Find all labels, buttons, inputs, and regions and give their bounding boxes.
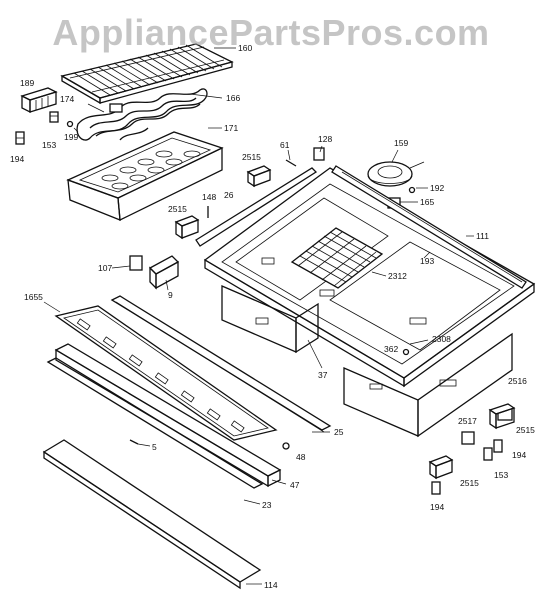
right-opening: [329, 241, 501, 351]
label-23: 23: [262, 500, 272, 510]
part-labels: 160 189 174 166 199 153 171 194 128 61 1…: [10, 43, 535, 590]
bottom-trim: [42, 439, 262, 590]
heating-element: [76, 88, 208, 141]
part-107: [129, 255, 143, 271]
fan-motor: [367, 161, 425, 187]
label-114: 114: [264, 580, 278, 590]
cooktop-frame: [203, 167, 536, 388]
label-2517: 2517: [458, 416, 477, 426]
terminal-2517: [461, 431, 475, 445]
screw-192: [408, 186, 416, 194]
label-194-top: 194: [10, 154, 24, 164]
label-107: 107: [98, 263, 112, 273]
screw-48: [282, 442, 290, 450]
right-well: [343, 332, 513, 438]
connector-194-bottom: [431, 481, 441, 495]
terminal-block: [20, 87, 58, 114]
screw-199: [66, 120, 74, 128]
label-153-top: 153: [42, 140, 56, 150]
label-47: 47: [290, 480, 300, 490]
terminal-2515-b: [174, 215, 200, 240]
label-362: 362: [384, 344, 398, 354]
label-148: 148: [202, 192, 216, 202]
label-1655: 1655: [24, 292, 43, 302]
label-193: 193: [420, 256, 434, 266]
terminal-2515-d: [428, 455, 454, 480]
clip-153-top: [49, 111, 59, 123]
panel-housing: [46, 343, 282, 489]
label-9: 9: [168, 290, 173, 300]
bracket-128: [313, 147, 325, 161]
rail-26: [195, 167, 318, 247]
label-2515-b: 2515: [168, 204, 187, 214]
connector-194-top: [15, 131, 25, 145]
panel-rail-25: [110, 295, 332, 433]
drip-pan: [66, 131, 224, 221]
screw-362: [402, 348, 410, 356]
label-159: 159: [394, 138, 408, 148]
label-128: 128: [318, 134, 332, 144]
label-2515-c: 2515: [516, 425, 535, 435]
control-panel: [54, 305, 278, 441]
label-2515-a: 2515: [242, 152, 261, 162]
leader-lines: [43, 47, 474, 585]
left-opening: [235, 197, 389, 301]
connector-194-right: [493, 439, 503, 453]
terminal-2515-c: [488, 403, 516, 430]
left-well: [221, 285, 319, 354]
label-2516: 2516: [508, 376, 527, 386]
label-189: 189: [20, 78, 34, 88]
label-37: 37: [318, 370, 328, 380]
bracket-9: [148, 255, 180, 290]
label-2308: 2308: [432, 334, 451, 344]
label-194-bottom: 194: [430, 502, 444, 512]
label-194-right: 194: [512, 450, 526, 460]
label-2515-d: 2515: [460, 478, 479, 488]
label-166: 166: [226, 93, 240, 103]
terminal-2515-a: [246, 165, 272, 188]
label-192: 192: [430, 183, 444, 193]
grill-grate: [60, 43, 234, 105]
label-160: 160: [238, 43, 252, 53]
screw-5: [129, 439, 139, 445]
inner-grate: [290, 227, 384, 289]
rail-111: [331, 165, 527, 289]
label-174: 174: [60, 94, 74, 104]
clip-153-right: [483, 447, 493, 461]
label-199: 199: [64, 132, 78, 142]
label-2312: 2312: [388, 271, 407, 281]
label-61: 61: [280, 140, 290, 150]
label-25: 25: [334, 427, 344, 437]
screw-61: [285, 159, 297, 167]
label-48: 48: [296, 452, 306, 462]
label-165: 165: [420, 197, 434, 207]
label-5: 5: [152, 442, 157, 452]
label-171: 171: [224, 123, 238, 133]
label-111: 111: [476, 231, 489, 241]
label-26: 26: [224, 190, 234, 200]
label-153-right: 153: [494, 470, 508, 480]
